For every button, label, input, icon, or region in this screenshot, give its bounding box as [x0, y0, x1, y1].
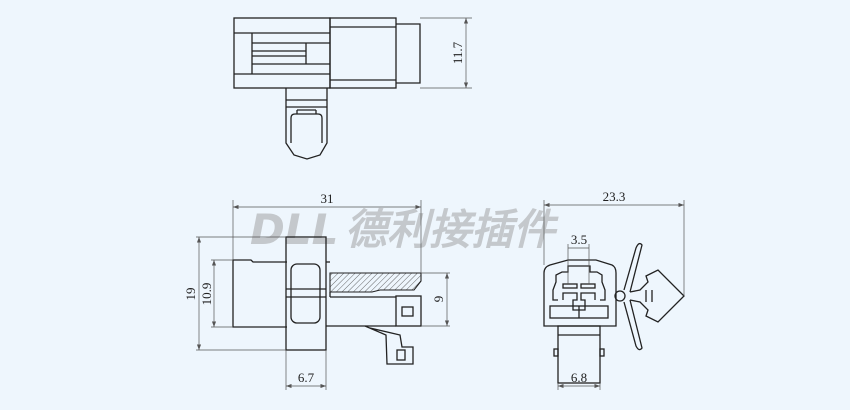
watermark-brand: DLL: [250, 205, 338, 254]
dim-top-height: 11.7: [450, 41, 465, 64]
side-view: 31 19 10.9 9 6.7: [183, 191, 450, 390]
watermark: DLL 德利接插件: [250, 205, 559, 254]
dim-body-height: 10.9: [199, 283, 214, 306]
dim-rear-height: 9: [431, 296, 446, 303]
dim-neck-width: 6.8: [571, 370, 587, 385]
top-view: 11.7: [233, 17, 472, 160]
front-view: 23.3 3.5 6.8: [543, 189, 685, 390]
dim-side-height: 19: [183, 288, 198, 301]
dim-pitch: 3.5: [571, 232, 587, 247]
watermark-text: 德利接插件: [345, 205, 559, 254]
dim-front-width: 23.3: [603, 189, 626, 204]
dim-side-length: 31: [321, 191, 334, 206]
dim-flange-width: 6.7: [298, 370, 315, 385]
